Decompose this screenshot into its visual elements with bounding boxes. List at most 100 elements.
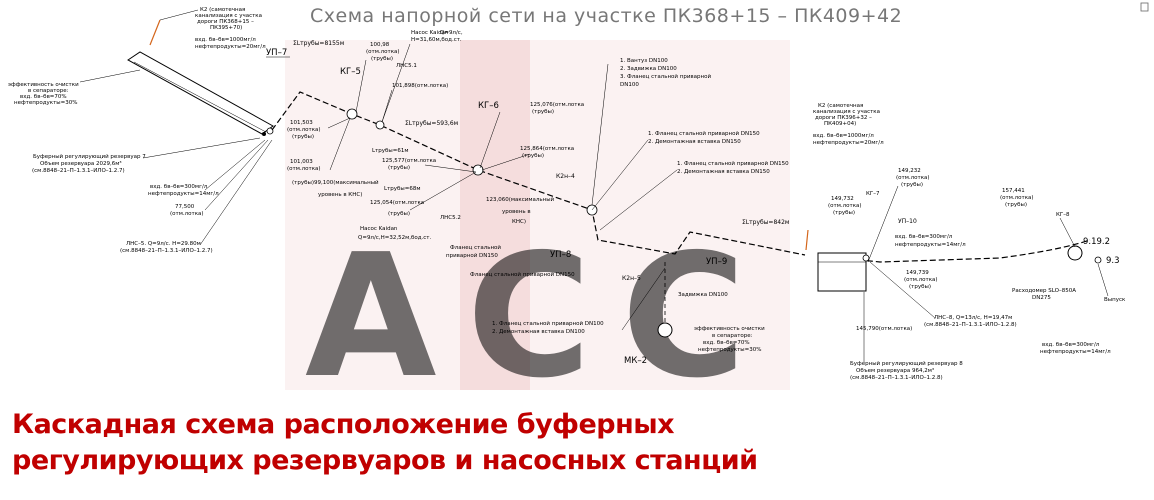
valve-label: Задвижка DN100	[678, 292, 728, 298]
lns5-1-label: ЛНС5.1	[396, 63, 417, 69]
pump-kaidan-2: Насос Kaidan Q=9л/с,Н=32,52м,бод.ст.	[358, 226, 432, 241]
flowmeter-label: Расходомер SLO–850A DN275	[1012, 288, 1076, 301]
k2-right-label: К2 (самотечная канализация с участка дор…	[813, 103, 884, 146]
flange-mid-2: Фланец стальной приварной DN150	[470, 271, 575, 278]
caption-line-2: регулирующих резервуаров и насосных стан…	[12, 445, 758, 476]
svg-text:DN100: DN100	[620, 82, 639, 88]
watermark-logo-graphic: ACC	[285, 40, 790, 416]
svg-text:DN275: DN275	[1032, 295, 1051, 301]
svg-text:(трубы): (трубы)	[522, 153, 544, 159]
svg-text:(трубы): (трубы)	[901, 182, 923, 188]
kg7-label: КГ–7	[866, 191, 880, 197]
outflow-left-label: вхд. бв–бв=300мг/л нефтепродукты=14мг/л	[148, 139, 266, 197]
svg-text:3. Фланец стальной приварной: 3. Фланец стальной приварной	[620, 73, 711, 80]
svg-text:Буферный регулирующий резервуа: Буферный регулирующий резервуар 8	[850, 360, 963, 367]
svg-text:(трубы): (трубы)	[909, 284, 931, 290]
svg-text:(отм.лотка): (отм.лотка)	[170, 211, 204, 217]
k2n5-label: К2н–5	[622, 275, 641, 282]
node-mk2	[657, 322, 673, 338]
fitting-list-top: 1. Вантуз DN100 2. Задвижка DN100 3. Фла…	[591, 58, 711, 206]
slide-caption: Каскадная схема расположение буферных ре…	[12, 407, 912, 479]
svg-text:Объем резервуара 964,2м³: Объем резервуара 964,2м³	[856, 367, 934, 374]
elev-100-98: 100,98 (отм.лотка) (трубы)	[366, 42, 400, 62]
svg-text:(см.8848–21–П–1.3.1–ИЛО–1.2.8): (см.8848–21–П–1.3.1–ИЛО–1.2.8)	[850, 375, 943, 381]
efficiency-left-label: эффективность очистки в сепараторе: вхд.…	[8, 69, 141, 106]
node-kg5	[346, 108, 358, 120]
up10-label: УП–10	[898, 218, 917, 225]
svg-text:в сепараторе:: в сепараторе:	[28, 88, 69, 94]
fitting-list-flange-1: 1. Фланец стальной приварной DN150 2. Де…	[648, 130, 760, 145]
pressure-pipeline	[271, 91, 1091, 263]
svg-text:нефтепродукты=20мг/л: нефтепродукты=20мг/л	[195, 44, 266, 50]
level-77-500-label: 77,500 (отм.лотка)	[170, 139, 269, 217]
buffer-tank-8-label: Буферный регулирующий резервуар 8 Объем …	[850, 360, 963, 381]
svg-text:157,441: 157,441	[1002, 188, 1025, 194]
flange-mid-1: Фланец стальной приварной DN150	[446, 244, 501, 259]
elev-125-054: 125,054(отм.лотка (трубы)	[370, 200, 424, 217]
svg-text:(отм.лотка): (отм.лотка)	[287, 166, 321, 172]
svg-text:2. Демонтажная вставка DN150: 2. Демонтажная вставка DN150	[677, 169, 770, 175]
svg-text:100,98: 100,98	[370, 42, 390, 48]
svg-text:101,003: 101,003	[290, 159, 313, 165]
svg-text:вхд. бв–бв=300мг/л: вхд. бв–бв=300мг/л	[895, 234, 953, 240]
svg-text:(трубы): (трубы)	[532, 109, 554, 115]
svg-text:(трубы): (трубы)	[1005, 202, 1027, 208]
node-9-3-label: 9.3	[1106, 256, 1120, 266]
elev-145-790: 145,790(отм.лотка)	[856, 326, 912, 332]
svg-text:(см.8848–21–П–1.3.1–ИЛО–1.2.8): (см.8848–21–П–1.3.1–ИЛО–1.2.8)	[924, 322, 1017, 328]
svg-text:нефтепродукты=30%: нефтепродукты=30%	[14, 100, 77, 106]
svg-text:нефтепродукты=14мг/л: нефтепродукты=14мг/л	[895, 242, 966, 248]
svg-text:(трубы): (трубы)	[388, 211, 410, 217]
svg-text:(трубы): (трубы)	[292, 134, 314, 140]
svg-text:149,739: 149,739	[906, 270, 929, 276]
svg-text:(отм.лотка): (отм.лотка)	[287, 127, 321, 133]
svg-text:дороги ПК396+32 –: дороги ПК396+32 –	[815, 115, 872, 121]
fitting-list-flange-3: 1. Фланец стальной приварной DN100 2. Де…	[492, 320, 604, 335]
svg-text:Q=9л/с,Н=32,52м,бод.ст.: Q=9л/с,Н=32,52м,бод.ст.	[358, 235, 432, 241]
fitting-list-flange-2: 1. Фланец стальной приварной DN150 2. Де…	[677, 160, 789, 175]
svg-text:нефтепродукты=14мг/л: нефтепродукты=14мг/л	[1040, 349, 1111, 355]
svg-text:(см.8848–21–П–1.3.1–ИЛО–1.2.7): (см.8848–21–П–1.3.1–ИЛО–1.2.7)	[120, 248, 213, 254]
svg-text:149,232: 149,232	[898, 168, 921, 174]
ltr-68: Lтрубы=68м	[384, 186, 421, 192]
elev-149-732: 149,732 (отм.лотка) (трубы)	[828, 196, 862, 216]
svg-text:Расходомер SLO–850A: Расходомер SLO–850A	[1012, 288, 1076, 294]
svg-text:вхд. бв–бв=300мг/л: вхд. бв–бв=300мг/л	[1042, 342, 1100, 348]
svg-text:Объем резервуара 2029,6м³: Объем резервуара 2029,6м³	[40, 160, 122, 167]
svg-text:ПК409+04): ПК409+04)	[824, 121, 856, 127]
svg-text:(отм.лотка): (отм.лотка)	[1000, 195, 1034, 201]
svg-text:(отм.лотка): (отм.лотка)	[904, 277, 938, 283]
svg-text:эффективность очистки: эффективность очистки	[694, 326, 765, 332]
svg-text:уровень в КНС): уровень в КНС)	[318, 192, 362, 198]
buffer-tank-8	[805, 229, 870, 292]
node-9-3	[1094, 256, 1102, 264]
buffer-tank-7-label: Буферный регулирующий резервуар 7 Объем …	[32, 137, 261, 174]
watermark-text: ACC	[305, 218, 776, 390]
svg-text:нефтепродукты=20мг/л: нефтепродукты=20мг/л	[813, 140, 884, 146]
svg-text:99,100(максимальный: 99,100(максимальный	[314, 179, 379, 186]
kg6-label: КГ–6	[478, 101, 499, 111]
caption-line-1: Каскадная схема расположение буферных	[12, 409, 675, 440]
outlet-label: Выпуск	[1104, 297, 1126, 303]
svg-text:(трубы): (трубы)	[292, 180, 314, 186]
lns5-label: ЛНС–5. Q=9л/с. Н=29.80м (см.8848–21–П–1.…	[120, 139, 273, 254]
svg-text:(трубы): (трубы)	[371, 56, 393, 62]
elev-149-739: 149,739 (отм.лотка) (трубы)	[904, 270, 938, 290]
accent-inlet-line	[149, 19, 161, 46]
lns5-2-label: ЛНС5.2	[440, 215, 461, 221]
up8-label: УП–8	[550, 250, 571, 260]
node-lns5-1	[375, 120, 385, 130]
pipe-nodes	[346, 108, 1102, 338]
svg-text:125,054(отм.лотка: 125,054(отм.лотка	[370, 200, 424, 206]
node-9-19-2-label: 9.19.2	[1083, 237, 1110, 247]
svg-text:Буферный регулирующий резервуа: Буферный регулирующий резервуар 7	[33, 153, 146, 160]
svg-text:(трубы): (трубы)	[388, 165, 410, 171]
efficiency-mid-label: эффективность очистки в сепараторе: вхд.…	[694, 326, 765, 353]
svg-text:Насос Kaidan: Насос Kaidan	[360, 226, 398, 232]
accent-inlet-line-right	[805, 229, 809, 251]
svg-text:(отм.лотка): (отм.лотка)	[896, 175, 930, 181]
elev-101-503: 101,503 (отм.лотка) (трубы)	[287, 120, 321, 140]
svg-text:101,503: 101,503	[290, 120, 313, 126]
svg-text:вхд. бв–бв=70%: вхд. бв–бв=70%	[703, 340, 750, 346]
